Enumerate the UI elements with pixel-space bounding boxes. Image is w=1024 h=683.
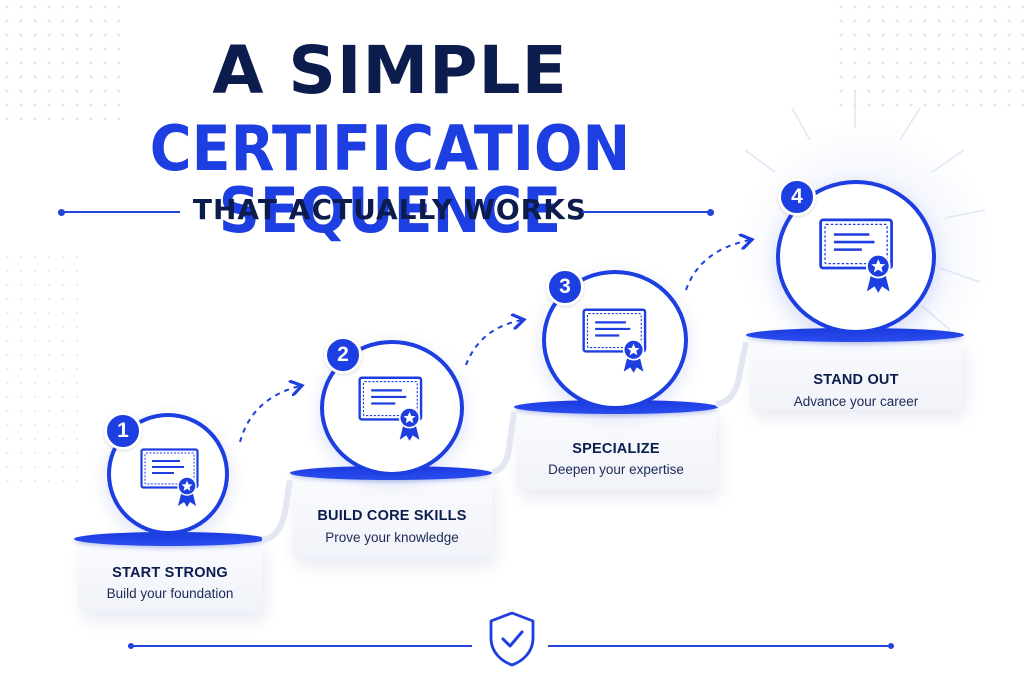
title-line-1: A SIMPLE (212, 32, 568, 109)
platform-step-3 (516, 410, 716, 490)
arrow-step-2-to-3 (465, 320, 522, 366)
step-1-title: START STRONG (112, 565, 228, 581)
step-3-number-badge: 3 (546, 268, 584, 306)
dot-pattern-top-left (0, 0, 120, 120)
connector-2-3 (491, 411, 517, 475)
step-3-description: Deepen your expertise (548, 462, 684, 477)
arrow-step-1-to-2 (239, 386, 300, 443)
step-2-title: BUILD CORE SKILLS (317, 508, 467, 524)
step-4-title: STAND OUT (813, 372, 899, 388)
title-line-2: CERTIFICATION SEQUENCE (149, 112, 631, 247)
step-2-number-badge: 2 (324, 336, 362, 374)
subtitle: THAT ACTUALLY WORKS (192, 193, 588, 226)
subtitle-divider-left (58, 208, 180, 216)
dot-pattern-left (0, 250, 90, 490)
shield-check-icon (489, 611, 535, 667)
step-1-number-badge: 1 (104, 412, 142, 450)
platform-step-1 (78, 542, 262, 612)
certificate-icon (819, 218, 893, 293)
dot-pattern-top-right (834, 0, 1024, 110)
step-2-description: Prove your knowledge (325, 530, 459, 545)
platform-top-step-4 (746, 328, 964, 342)
certificate-icon (358, 376, 423, 441)
step-3-title: SPECIALIZE (572, 441, 660, 457)
subtitle-divider-right (582, 208, 714, 216)
platform-top-step-1 (74, 532, 266, 546)
certificate-icon (140, 448, 199, 507)
platform-step-2 (292, 478, 492, 558)
step-4-description: Advance your career (793, 394, 919, 409)
step-1-description: Build your foundation (106, 586, 234, 601)
certificate-icon (582, 308, 647, 373)
connector-3-4 (715, 341, 749, 407)
platform-step-4 (750, 340, 962, 410)
arrow-step-3-to-4 (685, 240, 750, 291)
connector-1-2 (261, 479, 293, 543)
footer-divider-right (548, 643, 894, 649)
step-4-number-badge: 4 (778, 178, 816, 216)
footer-divider-left (128, 643, 472, 649)
